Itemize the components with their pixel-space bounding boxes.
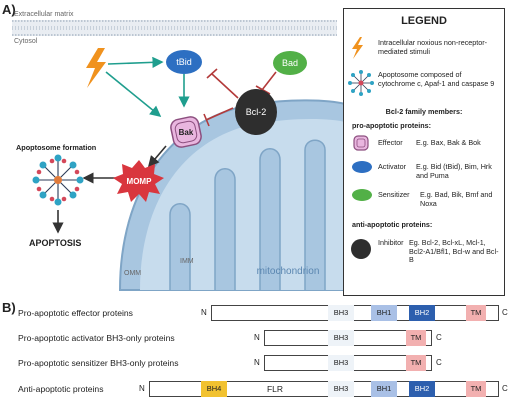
row-anti-bh4: BH4 bbox=[201, 381, 227, 397]
legend-sensitizer-eg: E.g. Bad, Bik, Bmf and Noxa bbox=[420, 190, 493, 208]
apoptosis-label: APOPTOSIS bbox=[29, 238, 82, 248]
legend-apoptosome-icon bbox=[348, 70, 374, 96]
omm-label: OMM bbox=[124, 270, 142, 277]
imm-label: IMM bbox=[180, 258, 194, 265]
row-anti-label: Anti-apoptotic proteins bbox=[18, 384, 104, 394]
legend-title: LEGEND bbox=[401, 15, 447, 27]
row-activator-tm: TM bbox=[406, 330, 426, 346]
legend-stimuli-text: Intracellular noxious non-receptor-media… bbox=[378, 38, 488, 56]
row-effector-bh3: BH3 bbox=[328, 305, 354, 321]
row-anti-bh1: BH1 bbox=[371, 381, 397, 397]
row-activator-label: Pro-apoptotic activator BH3-only protein… bbox=[18, 333, 175, 343]
row-effector-bh2: BH2 bbox=[409, 305, 435, 321]
row-sensitizer-n: N bbox=[254, 358, 260, 367]
row-sensitizer-tm: TM bbox=[406, 355, 426, 371]
row-anti-c: C bbox=[502, 384, 508, 393]
bak-label: Bak bbox=[179, 128, 194, 137]
row-anti-tm: TM bbox=[466, 381, 486, 397]
stimulus-bolt-icon bbox=[86, 48, 106, 88]
momp-label: MOMP bbox=[127, 177, 153, 186]
tbid-node bbox=[166, 50, 202, 74]
legend-sensitizer-icon bbox=[352, 189, 372, 201]
extracellular-label: Extracellular matrix bbox=[14, 11, 74, 18]
row-sensitizer-label: Pro-apoptotic sensitizer BH3-only protei… bbox=[18, 358, 179, 368]
row-anti-bh2: BH2 bbox=[409, 381, 435, 397]
row-sensitizer-bh3: BH3 bbox=[328, 355, 354, 371]
row-anti-bh3: BH3 bbox=[328, 381, 354, 397]
mitochondrion-shape bbox=[118, 99, 345, 291]
row-effector-n: N bbox=[201, 308, 207, 317]
bak-node bbox=[170, 116, 202, 148]
row-effector-bh1: BH1 bbox=[371, 305, 397, 321]
bcl2-node bbox=[235, 89, 277, 135]
legend-bolt-icon bbox=[352, 37, 363, 59]
mitochondrion-label: mitochondrion bbox=[257, 266, 320, 277]
legend-inhibitor-eg: Eg. Bcl-2, Bcl-xL, Mcl-1, Bcl2-A1/Bfl1, … bbox=[409, 238, 499, 265]
legend-effector-icon bbox=[353, 135, 369, 151]
bcl2-label: Bcl-2 bbox=[246, 107, 267, 117]
legend-activator-icon bbox=[352, 161, 372, 173]
legend-anti-heading: anti-apoptotic proteins: bbox=[352, 220, 433, 229]
legend-activator-label: Activator bbox=[378, 162, 406, 171]
legend-inhibitor-label: Inhibitor bbox=[378, 238, 404, 247]
panel-b-label: B) bbox=[2, 300, 16, 315]
legend-inhibitor-icon bbox=[351, 239, 371, 259]
apoptosome-icon bbox=[32, 154, 84, 206]
row-anti-flr: FLR bbox=[266, 384, 284, 394]
row-effector-tm: TM bbox=[466, 305, 486, 321]
legend-effector-label: Effector bbox=[378, 138, 403, 147]
momp-burst bbox=[113, 160, 164, 202]
row-effector-bar bbox=[211, 305, 499, 321]
tbid-label: tBid bbox=[176, 57, 192, 67]
panel-a-label: A) bbox=[2, 2, 16, 17]
row-effector-c: C bbox=[502, 308, 508, 317]
legend-sensitizer-label: Sensitizer bbox=[378, 190, 410, 199]
cytosol-label: Cytosol bbox=[14, 38, 38, 45]
legend-family-heading: Bcl-2 family members: bbox=[385, 107, 463, 116]
row-sensitizer-c: C bbox=[436, 358, 442, 367]
row-activator-bh3: BH3 bbox=[328, 330, 354, 346]
legend-box: LEGEND Intracellular noxious non-recepto… bbox=[343, 8, 505, 296]
legend-pro-heading: pro-apoptotic proteins: bbox=[352, 121, 432, 130]
plasma-membrane bbox=[12, 20, 337, 36]
apoptosome-formation-label: Apoptosome formation bbox=[16, 143, 97, 152]
bad-node bbox=[273, 51, 307, 75]
row-activator-c: C bbox=[436, 333, 442, 342]
legend-effector-eg: E.g. Bax, Bak & Bok bbox=[416, 138, 481, 147]
legend-apoptosome-text: Apoptosome composed of cytochrome c, Apa… bbox=[378, 70, 495, 88]
row-activator-n: N bbox=[254, 333, 260, 342]
row-anti-n: N bbox=[139, 384, 145, 393]
legend-activator-eg: E.g. Bid (tBid), Bim, Hrk and Puma bbox=[416, 162, 492, 180]
row-effector-label: Pro-apoptotic effector proteins bbox=[18, 308, 133, 318]
panel-a-diagram: tBid Bad Bcl-2 Bak MOMP mitochondrion bbox=[12, 20, 345, 291]
bad-label: Bad bbox=[282, 58, 298, 68]
